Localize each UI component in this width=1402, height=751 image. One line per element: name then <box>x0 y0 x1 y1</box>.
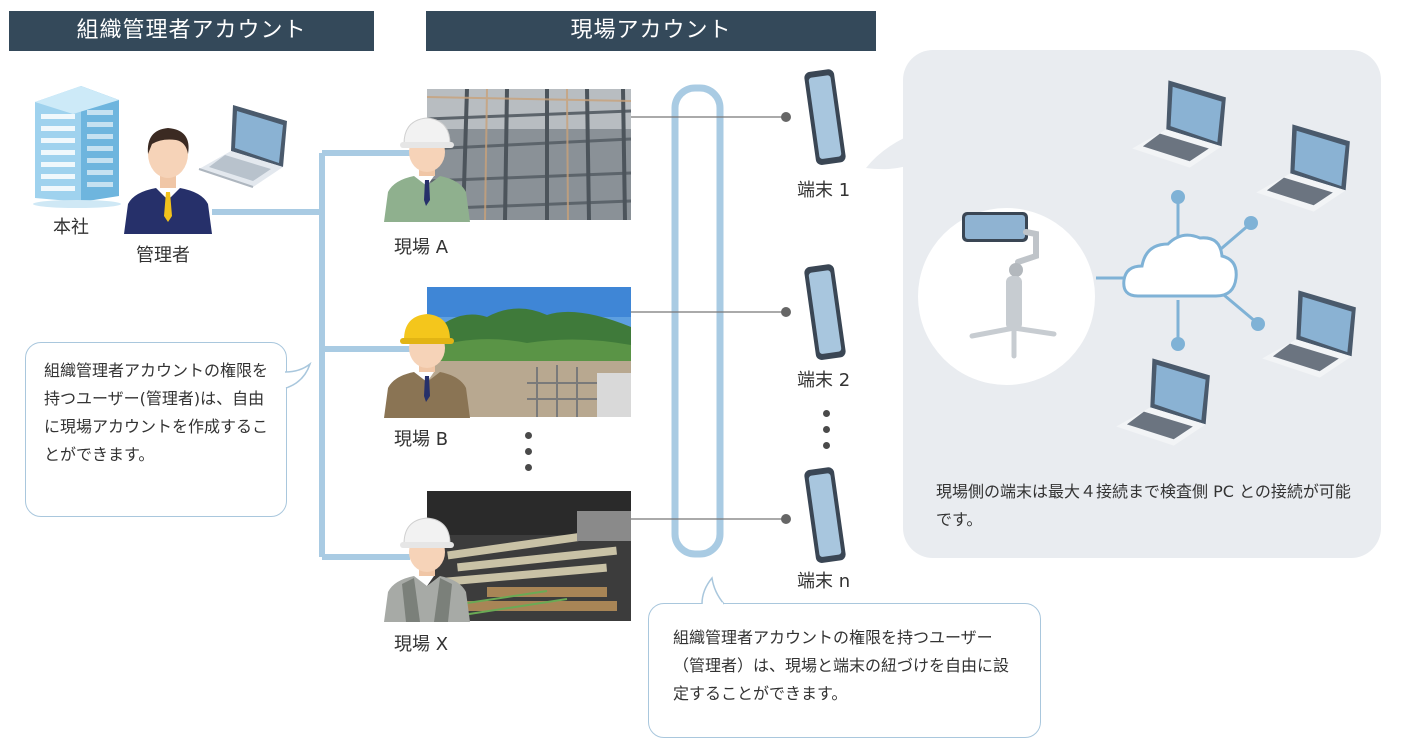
site-a-photo <box>427 89 631 220</box>
ellipsis-dot <box>525 464 532 471</box>
site-x-label: 現場 X <box>394 634 449 655</box>
site-b-label: 現場 B <box>394 429 449 450</box>
worker-b-icon <box>384 314 470 418</box>
admin-person-icon <box>124 128 212 234</box>
ellipsis-dot <box>525 448 532 455</box>
tablet-icon <box>804 264 846 360</box>
terminal-1-label: 端末 1 <box>797 180 851 201</box>
left-callout-text: 組織管理者アカウントの権限を持つユーザー(管理者)は、自由に現場アカウントを作成… <box>44 361 269 464</box>
laptop-icon <box>1132 80 1226 168</box>
admin-laptop-icon <box>198 105 287 188</box>
connection-note: 現場側の端末は最大４接続まで検査側 PC との接続が可能です。 <box>936 482 1351 529</box>
tablet-icon <box>804 467 846 563</box>
admin-label: 管理者 <box>136 245 190 266</box>
worker-a-icon <box>384 117 470 222</box>
laptop-icon <box>1116 358 1210 446</box>
tablet-icon <box>804 69 846 165</box>
ellipsis-dot <box>823 410 830 417</box>
hq-label: 本社 <box>53 217 89 238</box>
site-account-header: 現場アカウント <box>426 11 876 51</box>
left-callout: 組織管理者アカウントの権限を持つユーザー(管理者)は、自由に現場アカウントを作成… <box>25 342 287 517</box>
ellipsis-dot <box>823 426 830 433</box>
terminal-n-label: 端末 n <box>797 571 851 592</box>
building-icon <box>33 86 121 208</box>
laptop-icon <box>1256 124 1350 212</box>
bottom-callout: 組織管理者アカウントの権限を持つユーザー（管理者）は、現場と端末の紐づけを自由に… <box>648 603 1041 738</box>
laptop-icon <box>1262 290 1356 378</box>
cloud-icon <box>1122 233 1238 298</box>
ellipsis-dot <box>525 432 532 439</box>
bottom-callout-text: 組織管理者アカウントの権限を持つユーザー（管理者）は、現場と端末の紐づけを自由に… <box>673 628 1010 703</box>
terminal-2-label: 端末 2 <box>797 370 851 391</box>
site-a-label: 現場 A <box>394 237 449 258</box>
gimbal-icon <box>962 212 1057 359</box>
worker-x-icon <box>384 517 470 622</box>
org-account-header: 組織管理者アカウント <box>9 11 374 51</box>
ellipsis-dot <box>823 442 830 449</box>
